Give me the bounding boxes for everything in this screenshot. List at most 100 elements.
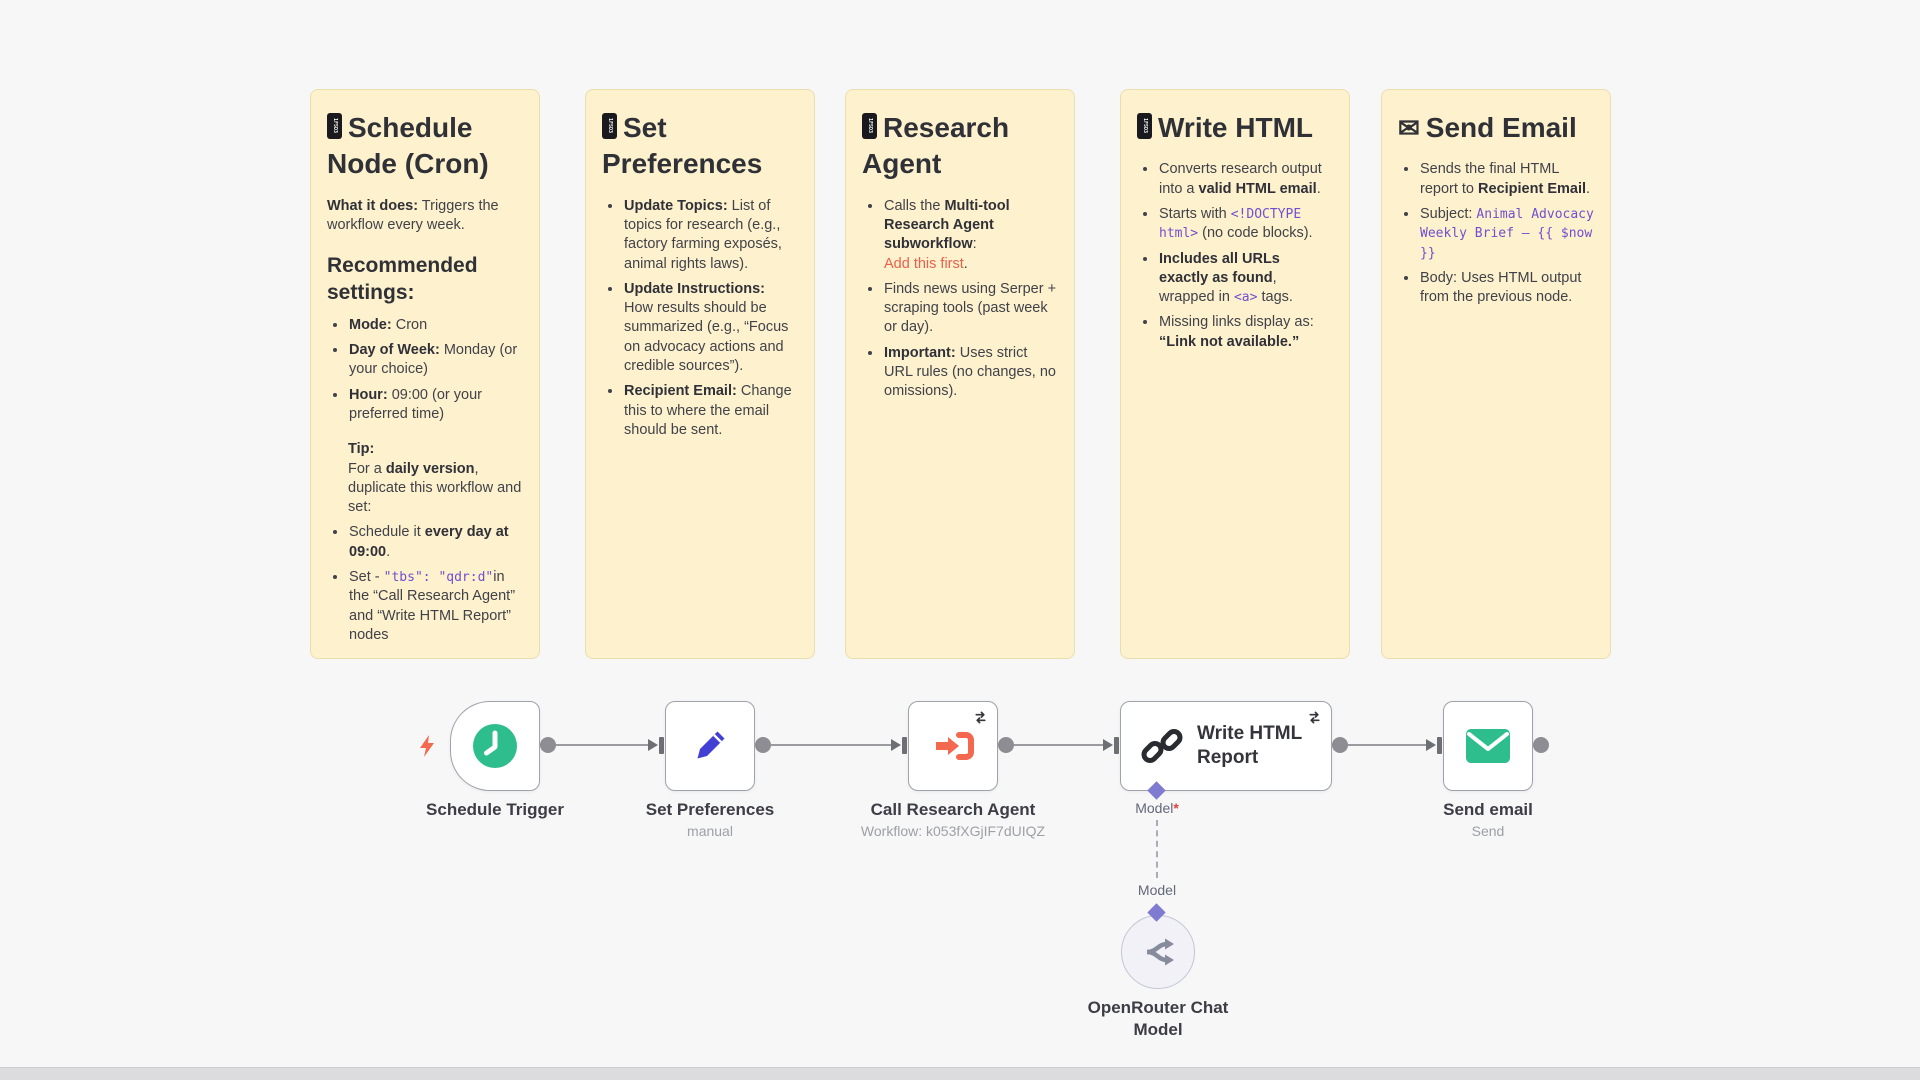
input-port[interactable] [1437, 737, 1442, 754]
note-list: Mode: CronDay of Week: Monday (or your c… [327, 316, 523, 424]
missing-glyph-icon: 1F5D3 [862, 113, 877, 139]
sticky-body: Converts research output into a valid HT… [1137, 160, 1333, 352]
connection-line[interactable] [548, 744, 649, 747]
node-label-openrouter-chat-model: OpenRouter Chat Model [1087, 998, 1229, 1040]
note-text: . [386, 543, 391, 560]
output-port[interactable] [998, 737, 1014, 753]
note-text: Sends the final HTML report to [1420, 161, 1559, 197]
missing-glyph-icon: 1F5D3 [602, 113, 617, 139]
note-bullet: Update Topics: List of topics for resear… [623, 197, 798, 274]
node-label-set-preferences: Set Preferences [645, 800, 775, 819]
note-bullet: Missing links display as:“Link not avail… [1158, 313, 1333, 352]
note-text: (no code blocks). [1198, 225, 1313, 242]
note-text: For a [348, 460, 386, 477]
note-bullet: Day of Week: Monday (or your choice) [348, 341, 523, 380]
node-schedule-trigger[interactable] [450, 701, 540, 791]
note-bullet: Includes all URLs exactly as found, wrap… [1158, 250, 1333, 308]
sticky-title: ✉Send Email [1398, 112, 1577, 143]
input-port[interactable] [1114, 737, 1119, 754]
note-bullet: Recipient Email: Change this to where th… [623, 382, 798, 440]
note-bullet: Starts with <!DOCTYPE html> (no code blo… [1158, 205, 1333, 244]
note-bullet: Update Instructions: How results should … [623, 280, 798, 376]
execute-workflow-icon [936, 732, 974, 760]
node-set-preferences[interactable] [665, 701, 755, 791]
note-text: Multi-tool Research Agent subworkflow [884, 197, 1010, 253]
node-call-research-agent[interactable] [908, 701, 998, 791]
note-text: . [963, 255, 968, 272]
note-text: Starts with [1159, 205, 1231, 222]
note-text: Set - [349, 568, 384, 585]
loop-icon [1309, 711, 1320, 724]
sticky-body: Update Topics: List of topics for resear… [602, 197, 798, 440]
note-text: Recipient Email: [624, 383, 737, 400]
node-label-call-research-agent: Call Research Agent [870, 800, 1036, 819]
note-text: . [1586, 180, 1591, 197]
note-text: "tbs": "qdr:d" [383, 569, 494, 585]
note-text: Animal Advocacy Weekly Brief — {{ $now }… [1420, 206, 1594, 261]
note-text: Important: [884, 344, 956, 361]
connection-line[interactable] [763, 744, 892, 747]
input-port[interactable] [659, 737, 664, 754]
note-list: Calls the Multi-tool Research Agent subw… [862, 197, 1058, 402]
model-connection-label: Model [1137, 882, 1177, 898]
note-text: , wrapped in [1159, 269, 1277, 306]
node-openrouter-chat-model[interactable] [1121, 915, 1195, 989]
connection-arrow [1426, 739, 1436, 751]
note-text: Day of Week: [349, 342, 440, 359]
note-text: Missing links display as: [1159, 314, 1314, 331]
output-port[interactable] [1332, 737, 1348, 753]
sticky-body: Sends the final HTML report to Recipient… [1398, 160, 1594, 307]
note-text: daily version [385, 460, 475, 477]
model-connection-dashed[interactable] [1156, 820, 1158, 878]
connection-arrow [648, 739, 658, 751]
openrouter-icon [1146, 938, 1174, 966]
output-port[interactable] [1533, 737, 1549, 753]
note-paragraph: Tip:For a daily version, duplicate this … [348, 440, 523, 517]
output-port[interactable] [540, 737, 556, 753]
note-text: Converts research output into a [1159, 161, 1322, 197]
note-text: Recipient Email [1478, 180, 1587, 197]
note-text: valid HTML email [1198, 180, 1317, 197]
note-list: Sends the final HTML report to Recipient… [1398, 160, 1594, 307]
node-send-email[interactable] [1443, 701, 1533, 791]
note-text: Monday (or your choice) [349, 342, 518, 378]
node-write-html-report[interactable]: Write HTML Report [1120, 701, 1332, 791]
model-port-label: Model* [1135, 800, 1179, 816]
trigger-lightning-icon [420, 735, 434, 757]
note-text: Finds news using Serper + scraping tools… [884, 280, 1057, 336]
connection-arrow [1103, 739, 1113, 751]
note-text: Mode: [349, 316, 392, 333]
pencil-icon [697, 731, 725, 759]
connection-line[interactable] [1006, 744, 1104, 747]
note-text: Update Instructions: [624, 280, 765, 297]
note-text: List of topics for research (e.g., facto… [624, 197, 782, 272]
note-list: Converts research output into a valid HT… [1137, 160, 1333, 352]
note-text: Hour: [349, 386, 388, 403]
loop-icon [975, 711, 986, 724]
note-text: Schedule it [349, 524, 425, 541]
node-label-schedule-trigger: Schedule Trigger [426, 800, 564, 819]
note-text: Add this first [884, 255, 964, 272]
note-bullet: Subject: Animal Advocacy Weekly Brief — … [1419, 205, 1594, 263]
sticky-body: What it does: Triggers the workflow ever… [327, 197, 523, 645]
input-port[interactable] [902, 737, 907, 754]
note-text: <a> [1233, 290, 1258, 306]
note-text: What it does: [327, 197, 419, 214]
horizontal-scrollbar[interactable] [0, 1067, 1920, 1080]
missing-glyph-icon: 1F5D3 [327, 113, 342, 139]
note-text: Update Topics: [624, 197, 728, 214]
envelope-icon [1466, 729, 1510, 763]
connection-line[interactable] [1340, 744, 1427, 747]
sticky-note-send-email[interactable]: ✉Send Email Sends the final HTML report … [1381, 89, 1611, 659]
output-port[interactable] [755, 737, 771, 753]
note-text: tags. [1257, 289, 1293, 306]
chain-link-icon [1141, 729, 1183, 763]
